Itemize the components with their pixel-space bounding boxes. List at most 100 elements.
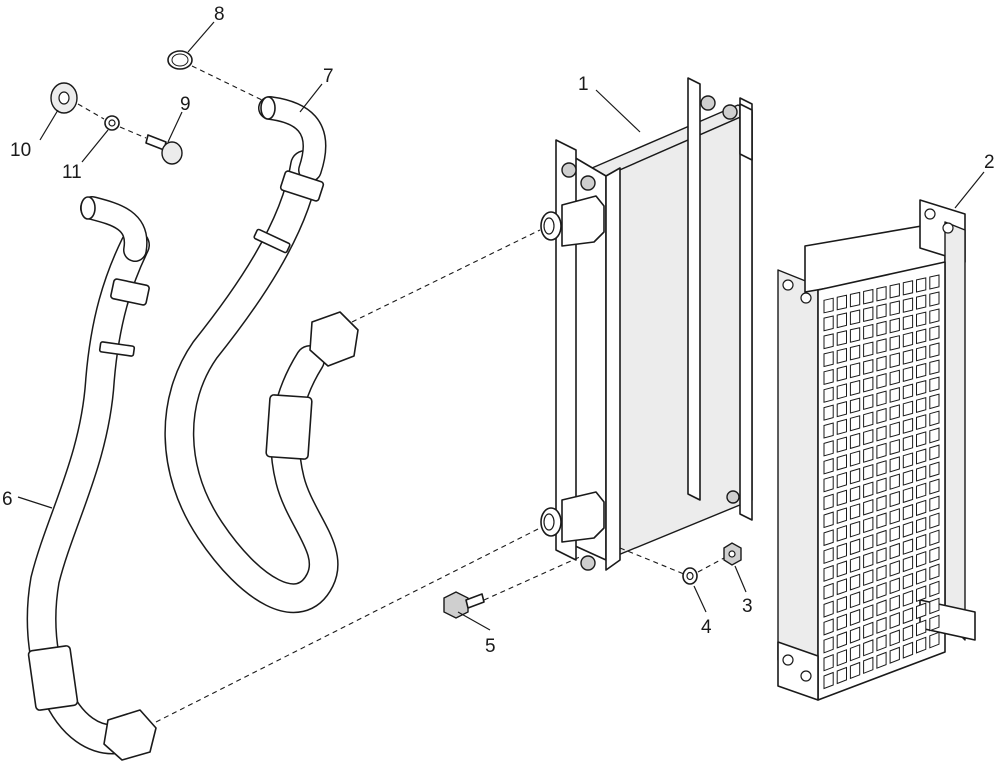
mesh-hole — [902, 435, 914, 452]
leader-lines — [17, 21, 985, 631]
mesh-hole — [902, 589, 914, 607]
mesh-hole — [876, 338, 887, 354]
mesh-hole — [916, 636, 927, 654]
mesh-hole — [916, 431, 927, 448]
mesh-hole — [823, 600, 834, 618]
mesh-hole — [876, 390, 887, 407]
mesh-hole — [863, 323, 874, 340]
mesh-hole — [929, 308, 940, 324]
mesh-hole — [823, 457, 834, 475]
mesh-hole — [916, 585, 927, 603]
mesh-hole — [916, 550, 927, 568]
callout-5: 5 — [485, 636, 496, 657]
callout-10: 10 — [10, 140, 31, 161]
mesh-hole — [916, 362, 927, 379]
mesh-hole — [849, 503, 861, 520]
mesh-hole — [876, 616, 887, 634]
mesh-hole — [929, 580, 940, 598]
mesh-hole — [902, 538, 914, 555]
mesh-hole — [823, 404, 834, 421]
oil-cooler — [540, 77, 753, 571]
mesh-hole — [876, 494, 887, 512]
mesh-hole — [836, 312, 847, 329]
mesh-hole — [863, 464, 874, 481]
mesh-hole — [849, 485, 861, 503]
mesh-hole — [916, 379, 927, 396]
mesh-hole — [929, 427, 940, 444]
mesh-hole — [929, 546, 940, 564]
mesh-hole — [929, 444, 940, 461]
callout-9: 9 — [180, 94, 191, 115]
mesh-hole — [876, 442, 887, 459]
mesh-hole — [916, 516, 927, 534]
mesh-hole — [929, 410, 940, 427]
mesh-hole — [889, 473, 900, 490]
mesh-hole — [863, 411, 874, 428]
mesh-hole — [889, 300, 900, 316]
mesh-hole — [823, 440, 834, 457]
mesh-hole — [916, 619, 927, 637]
mesh-hole — [929, 597, 940, 615]
mesh-hole — [849, 520, 861, 538]
mesh-hole — [836, 383, 847, 400]
mesh-hole — [836, 454, 847, 471]
mesh-hole — [902, 521, 914, 538]
mesh-hole — [849, 661, 861, 680]
perforated-guard — [777, 199, 976, 701]
mesh-hole — [902, 383, 914, 400]
mesh-hole — [916, 414, 927, 431]
mesh-hole — [902, 366, 914, 383]
mesh-hole — [863, 481, 874, 499]
callout-7: 7 — [323, 66, 334, 87]
mesh-hole — [849, 327, 861, 343]
mesh-hole — [863, 358, 874, 375]
mesh-hole — [889, 525, 900, 542]
mesh-hole — [863, 621, 874, 639]
mesh-hole — [849, 415, 861, 432]
mesh-hole — [876, 651, 887, 669]
mesh-hole — [863, 429, 874, 446]
mesh-hole — [863, 639, 874, 657]
mesh-hole — [876, 581, 887, 599]
mesh-hole — [836, 347, 847, 364]
mesh-hole — [902, 314, 914, 331]
mesh-hole — [836, 525, 847, 542]
mesh-hole — [929, 529, 940, 547]
mesh-hole — [876, 285, 887, 302]
mesh-hole — [876, 599, 887, 617]
mesh-hole — [863, 499, 874, 516]
mesh-hole — [849, 467, 861, 485]
mesh-hole — [823, 618, 834, 636]
mesh-hole — [836, 489, 847, 507]
mesh-hole — [929, 512, 940, 529]
mesh-hole — [902, 624, 914, 642]
mesh-hole — [823, 564, 834, 582]
mesh-hole — [863, 569, 874, 587]
mesh-hole — [929, 359, 940, 376]
mesh-hole — [929, 291, 940, 307]
mesh-hole — [849, 644, 861, 662]
mesh-hole — [863, 604, 874, 622]
mesh-hole — [876, 547, 887, 564]
mesh-hole — [889, 438, 900, 456]
mesh-hole — [849, 432, 861, 450]
mesh-hole — [889, 386, 900, 403]
mesh-hole — [902, 349, 914, 365]
mesh-hole — [902, 452, 914, 469]
mesh-hole — [889, 629, 900, 647]
mesh-hole — [889, 594, 900, 612]
mesh-hole — [836, 578, 847, 596]
mesh-hole — [823, 653, 834, 672]
o-ring-8 — [167, 50, 193, 70]
mesh-hole — [876, 477, 887, 494]
mesh-hole — [849, 309, 861, 326]
mesh-hole — [836, 542, 847, 560]
hose-6 — [26, 196, 157, 761]
mesh-hole — [836, 418, 847, 436]
mesh-hole — [823, 493, 834, 511]
mesh-hole — [876, 373, 887, 389]
mesh-hole — [889, 490, 900, 508]
mesh-hole — [836, 400, 847, 418]
mesh-hole — [889, 404, 900, 421]
